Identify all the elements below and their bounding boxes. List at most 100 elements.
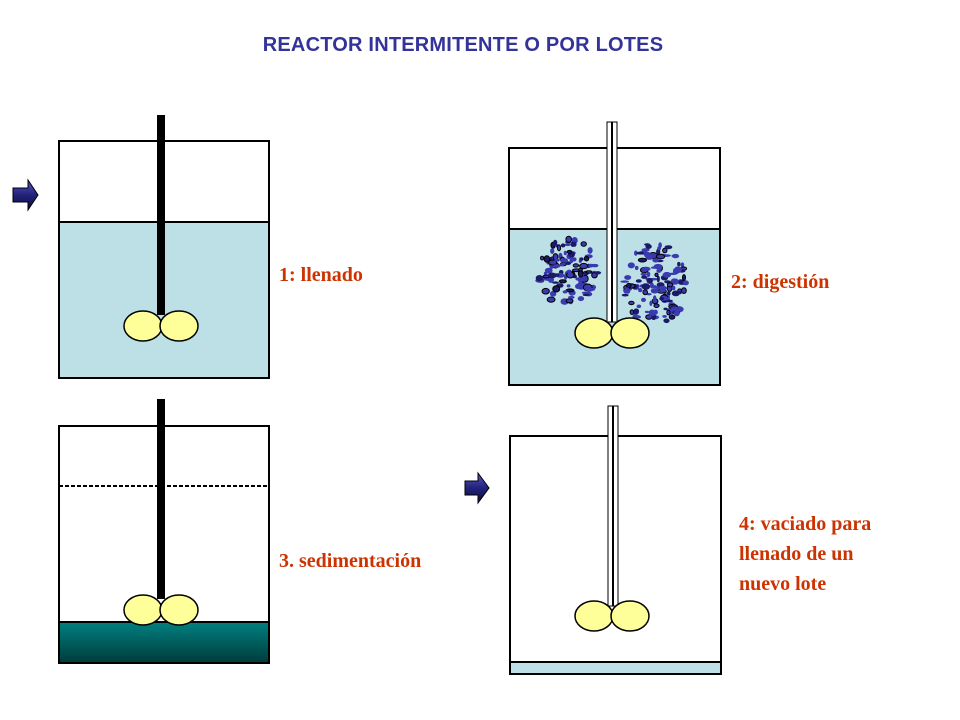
biomass-floc bbox=[566, 284, 571, 288]
biomass-floc bbox=[645, 244, 652, 250]
biomass-floc bbox=[540, 255, 545, 261]
biomass-floc bbox=[658, 285, 668, 291]
tank-4-impeller-left bbox=[574, 600, 614, 632]
biomass-floc bbox=[671, 253, 680, 259]
biomass-floc bbox=[565, 288, 575, 293]
biomass-floc bbox=[594, 271, 602, 275]
tank-4-impeller-right bbox=[610, 600, 650, 632]
biomass-floc bbox=[564, 243, 571, 247]
biomass-floc bbox=[578, 268, 583, 272]
biomass-floc bbox=[663, 318, 670, 324]
biomass-floc bbox=[646, 277, 653, 284]
biomass-floc bbox=[552, 285, 561, 293]
biomass-floc bbox=[653, 295, 657, 302]
biomass-floc bbox=[580, 241, 587, 247]
biomass-floc bbox=[641, 275, 648, 279]
biomass-floc bbox=[541, 287, 550, 295]
biomass-floc bbox=[581, 291, 590, 295]
tank-1-shaft bbox=[157, 115, 165, 315]
biomass-floc bbox=[587, 247, 593, 254]
biomass-floc bbox=[569, 257, 574, 264]
biomass-floc bbox=[675, 278, 679, 285]
biomass-floc bbox=[641, 283, 651, 290]
biomass-floc bbox=[624, 275, 632, 280]
biomass-floc bbox=[674, 266, 682, 274]
biomass-floc bbox=[656, 268, 662, 273]
tank-3-sedimentacion bbox=[58, 399, 270, 664]
biomass-floc bbox=[579, 257, 584, 261]
tank-1-llenado bbox=[58, 115, 270, 379]
biomass-floc bbox=[556, 244, 562, 252]
biomass-floc bbox=[546, 296, 556, 303]
biomass-floc bbox=[562, 290, 568, 294]
biomass-floc bbox=[648, 309, 656, 317]
tank-2-shaft bbox=[606, 121, 618, 323]
outlet-arrow-icon bbox=[464, 471, 490, 505]
tank-3-impeller-left bbox=[123, 594, 163, 626]
biomass-floc bbox=[662, 247, 668, 254]
biomass-floc bbox=[658, 242, 662, 249]
tank-3-impeller-right bbox=[159, 594, 199, 626]
biomass-floc bbox=[575, 283, 582, 290]
biomass-floc bbox=[634, 250, 638, 256]
biomass-floc bbox=[553, 239, 558, 246]
biomass-floc bbox=[668, 272, 678, 275]
biomass-floc bbox=[544, 267, 553, 274]
biomass-floc bbox=[585, 270, 593, 274]
tank-4-shaft bbox=[607, 405, 619, 607]
biomass-floc bbox=[668, 314, 676, 320]
biomass-floc bbox=[579, 262, 589, 270]
stage-3-label: 3. sedimentación bbox=[279, 550, 422, 572]
stage-2-label: 2: digestión bbox=[731, 271, 830, 293]
biomass-floc bbox=[652, 258, 660, 263]
biomass-floc bbox=[626, 282, 632, 289]
biomass-floc bbox=[649, 300, 653, 306]
biomass-floc bbox=[559, 263, 565, 267]
biomass-floc bbox=[681, 287, 687, 295]
stage-4-label-line-3: nuevo lote bbox=[739, 573, 827, 595]
biomass-floc bbox=[627, 262, 635, 269]
tank-3-shaft bbox=[157, 399, 165, 599]
biomass-floc bbox=[629, 309, 635, 316]
biomass-floc bbox=[634, 265, 639, 271]
biomass-floc bbox=[654, 272, 659, 277]
biomass-floc bbox=[644, 251, 651, 258]
biomass-floc bbox=[621, 293, 629, 297]
biomass-floc bbox=[620, 280, 630, 283]
tank-4-vaciado bbox=[509, 405, 722, 675]
biomass-floc bbox=[565, 235, 573, 243]
biomass-floc bbox=[572, 263, 580, 268]
biomass-floc bbox=[663, 307, 668, 311]
biomass-floc bbox=[550, 248, 555, 255]
biomass-flocs bbox=[535, 235, 689, 324]
biomass-floc bbox=[653, 263, 663, 270]
biomass-floc bbox=[642, 289, 649, 296]
biomass-floc bbox=[682, 274, 686, 282]
biomass-floc bbox=[662, 271, 672, 278]
biomass-floc bbox=[552, 281, 559, 284]
biomass-floc bbox=[666, 282, 674, 288]
tank-1-impeller-right bbox=[159, 310, 199, 342]
biomass-floc bbox=[644, 310, 650, 314]
biomass-floc bbox=[543, 255, 551, 263]
biomass-floc bbox=[554, 258, 560, 262]
biomass-floc bbox=[547, 272, 557, 279]
biomass-floc bbox=[682, 280, 689, 286]
biomass-floc bbox=[656, 275, 660, 283]
biomass-floc bbox=[655, 253, 666, 260]
biomass-floc bbox=[552, 264, 561, 268]
biomass-floc bbox=[638, 288, 643, 293]
biomass-floc bbox=[560, 243, 566, 248]
tank-2-digestion bbox=[508, 121, 721, 386]
biomass-floc bbox=[570, 241, 575, 247]
biomass-floc bbox=[641, 248, 650, 252]
tank-4-residual-liquid bbox=[510, 662, 721, 674]
biomass-floc bbox=[671, 290, 680, 297]
biomass-floc bbox=[662, 315, 667, 318]
biomass-floc bbox=[673, 310, 680, 317]
tank-2-impeller-left bbox=[574, 317, 614, 349]
biomass-floc bbox=[659, 297, 665, 301]
biomass-floc bbox=[666, 309, 671, 316]
biomass-floc bbox=[653, 303, 660, 309]
stage-1-label: 1: llenado bbox=[279, 264, 363, 286]
